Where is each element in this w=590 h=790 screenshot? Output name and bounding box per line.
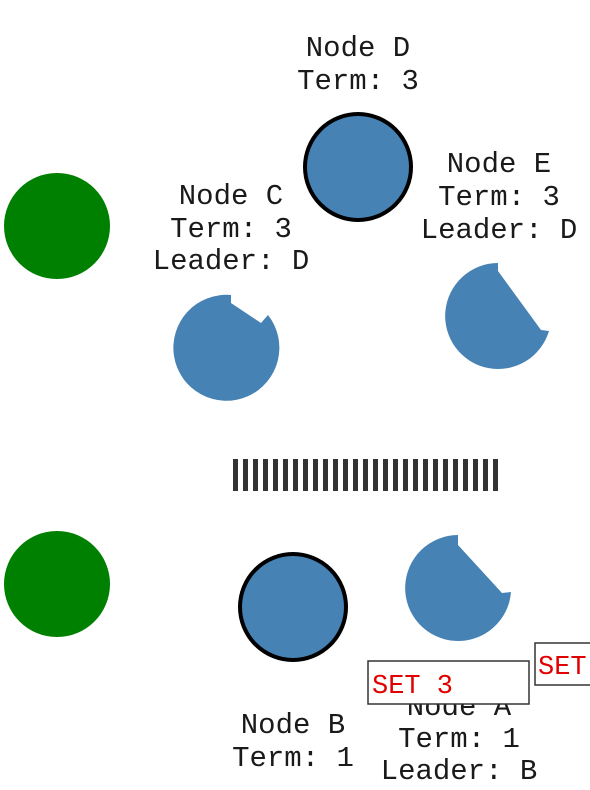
node-e-term: Term: 3 xyxy=(438,181,560,214)
node-b-circle xyxy=(238,552,348,662)
partition-dash xyxy=(243,459,248,491)
partition-dash xyxy=(363,459,368,491)
partition-dash xyxy=(343,459,348,491)
client-top xyxy=(4,173,110,279)
node-e-leader: Leader: D xyxy=(421,214,578,247)
partition-dash xyxy=(443,459,448,491)
partition-dash xyxy=(323,459,328,491)
node-c-name: Node C xyxy=(179,180,283,213)
partition-dash xyxy=(493,459,498,491)
partition-dash xyxy=(303,459,308,491)
partition-dash xyxy=(403,459,408,491)
partition-dash xyxy=(383,459,388,491)
node-b-term: Term: 1 xyxy=(232,742,354,775)
partition-dash xyxy=(423,459,428,491)
partition-dash xyxy=(413,459,418,491)
partition-dash xyxy=(453,459,458,491)
partition-dash xyxy=(393,459,398,491)
command-label-set: SET xyxy=(538,653,587,683)
partition-dash xyxy=(433,459,438,491)
node-d-term: Term: 3 xyxy=(297,65,419,98)
partition-dash xyxy=(313,459,318,491)
node-e-name: Node E xyxy=(447,148,551,181)
partition-dash xyxy=(273,459,278,491)
node-a-leader: Leader: B xyxy=(381,755,538,788)
command-box-set xyxy=(534,642,590,686)
partition-dash xyxy=(253,459,258,491)
partition-dash xyxy=(293,459,298,491)
network-partition xyxy=(233,459,498,491)
partition-dash xyxy=(263,459,268,491)
node-a-circle xyxy=(405,535,511,641)
partition-dash xyxy=(283,459,288,491)
partition-dash xyxy=(463,459,468,491)
partition-dash xyxy=(483,459,488,491)
node-d-circle xyxy=(303,112,413,222)
node-c-circle xyxy=(173,294,280,401)
partition-dash xyxy=(373,459,378,491)
node-b-name: Node B xyxy=(241,709,345,742)
partition-dash xyxy=(333,459,338,491)
partition-dash xyxy=(353,459,358,491)
partition-dash xyxy=(473,459,478,491)
client-bottom xyxy=(4,531,110,637)
node-c-leader: Leader: D xyxy=(153,245,310,278)
node-c-term: Term: 3 xyxy=(170,213,292,246)
command-label-set-3: SET 3 xyxy=(372,672,453,702)
node-e-circle xyxy=(445,263,549,369)
node-d-name: Node D xyxy=(306,32,410,65)
command-box-set-3 xyxy=(367,660,530,705)
node-a-term: Term: 1 xyxy=(398,723,520,756)
partition-dash xyxy=(233,459,238,491)
